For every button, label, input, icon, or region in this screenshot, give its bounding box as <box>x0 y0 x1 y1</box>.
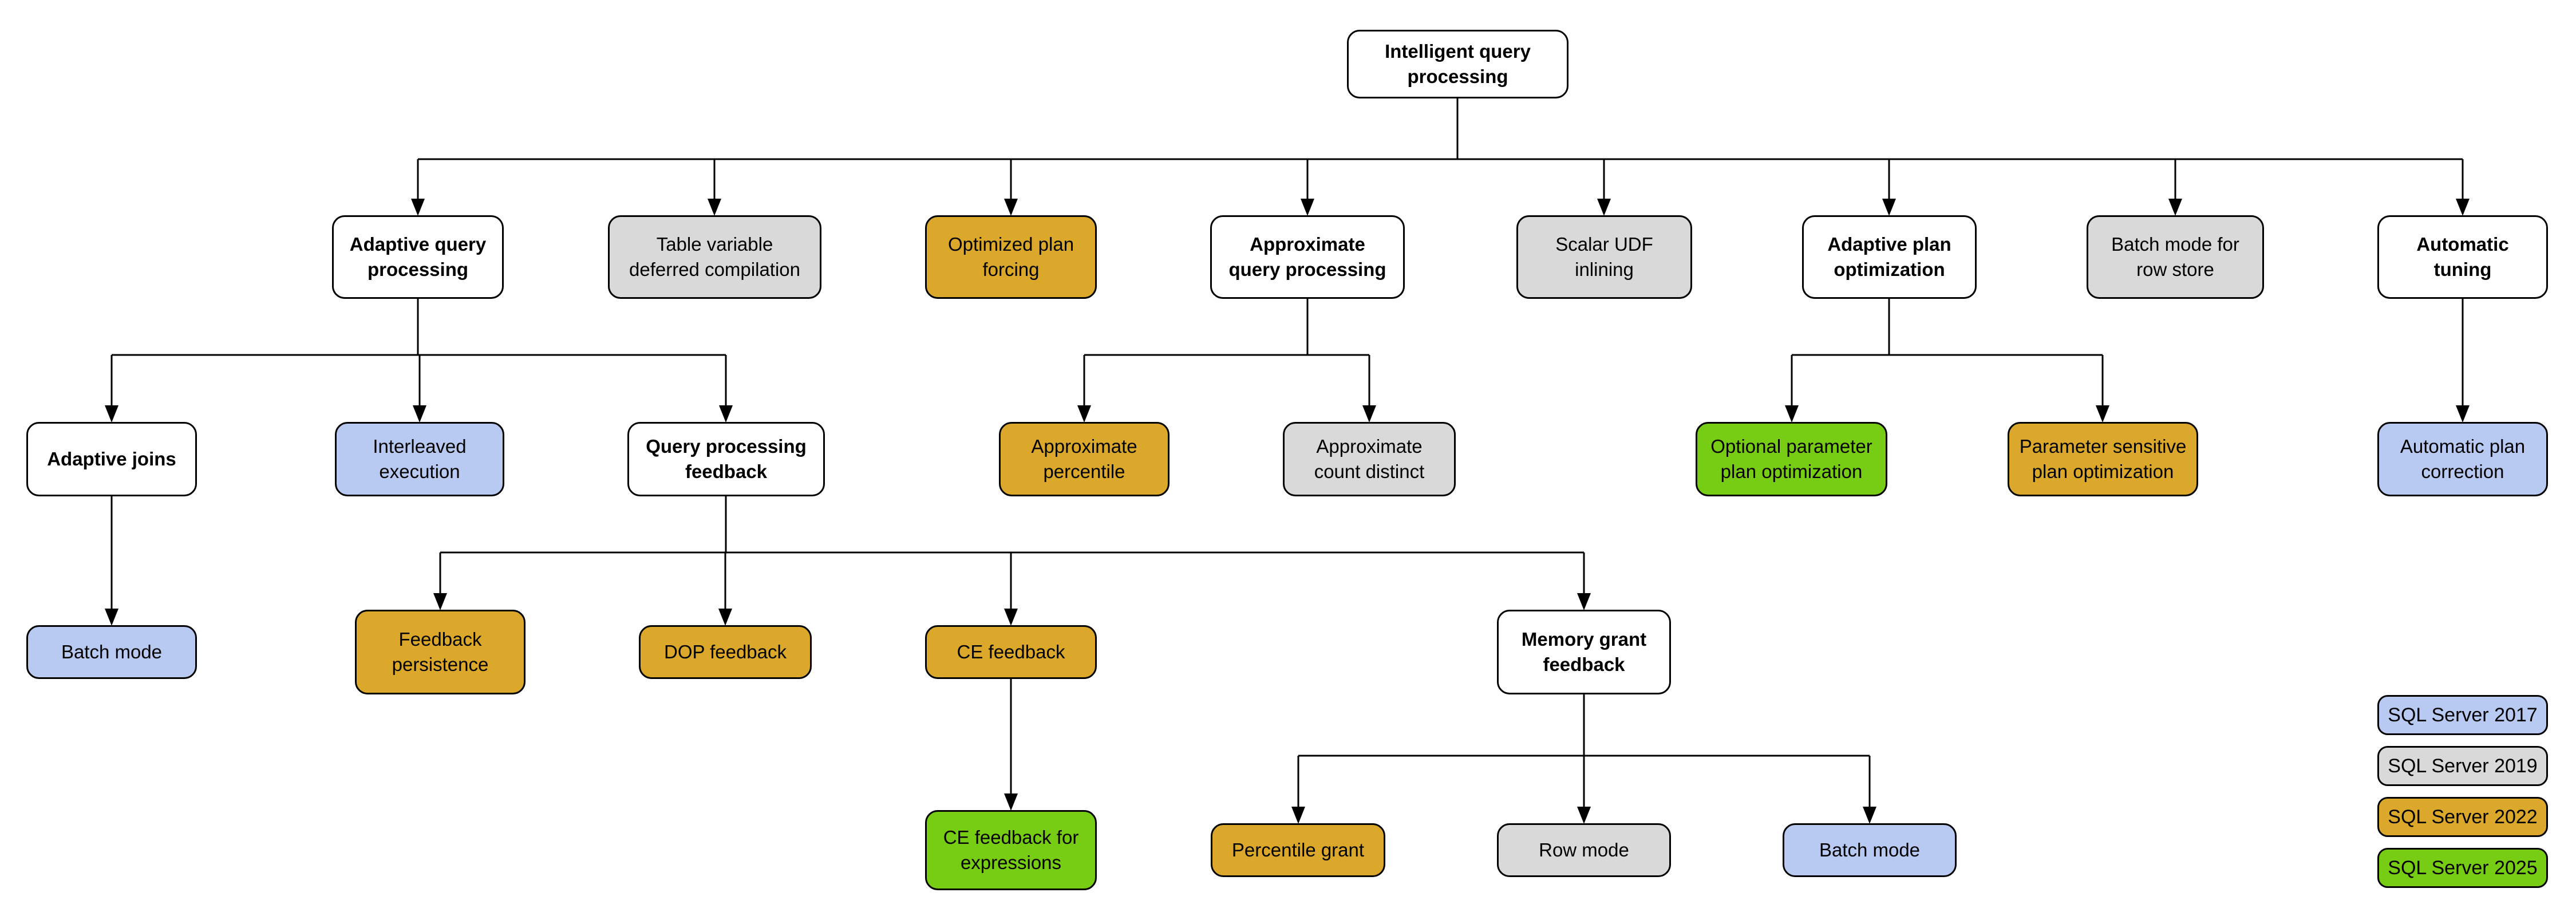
node-query-processing-feedback: Query processing feedback <box>627 422 825 496</box>
node-percentile-grant: Percentile grant <box>1211 823 1385 877</box>
node-automatic-tuning: Automatic tuning <box>2377 215 2548 299</box>
legend-item-sql-server-2019: SQL Server 2019 <box>2377 746 2548 786</box>
legend-item-sql-server-2017: SQL Server 2017 <box>2377 695 2548 735</box>
node-automatic-plan-correction: Automatic plan correction <box>2377 422 2548 496</box>
node-adaptive-joins: Adaptive joins <box>26 422 197 496</box>
node-dop-feedback: DOP feedback <box>639 625 812 679</box>
legend-item-sql-server-2022: SQL Server 2022 <box>2377 797 2548 837</box>
node-table-variable-deferred-compilation: Table variable deferred compilation <box>608 215 821 299</box>
node-batch-mode-adaptive-joins: Batch mode <box>26 625 197 679</box>
connector-arrow-lines <box>105 159 2470 824</box>
node-ce-feedback-for-expressions: CE feedback for expressions <box>925 810 1097 890</box>
node-interleaved-execution: Interleaved execution <box>335 422 504 496</box>
node-parameter-sensitive-plan-optimization: Parameter sensitive plan optimization <box>2008 422 2198 496</box>
node-adaptive-query-processing: Adaptive query processing <box>332 215 504 299</box>
node-intelligent-query-processing: Intelligent query processing <box>1347 30 1568 98</box>
legend-item-sql-server-2025: SQL Server 2025 <box>2377 848 2548 888</box>
connector-bus-lines <box>112 98 2463 757</box>
node-memory-grant-feedback: Memory grant feedback <box>1497 610 1671 694</box>
node-batch-mode-memory-grant: Batch mode <box>1783 823 1957 877</box>
node-ce-feedback: CE feedback <box>925 625 1097 679</box>
node-approximate-percentile: Approximate percentile <box>999 422 1170 496</box>
node-row-mode: Row mode <box>1497 823 1671 877</box>
node-feedback-persistence: Feedback persistence <box>355 610 526 694</box>
node-approximate-query-processing: Approximate query processing <box>1210 215 1405 299</box>
node-batch-mode-for-row-store: Batch mode for row store <box>2087 215 2264 299</box>
node-optimized-plan-forcing: Optimized plan forcing <box>925 215 1097 299</box>
node-optional-parameter-plan-optimization: Optional parameter plan optimization <box>1696 422 1887 496</box>
node-scalar-udf-inlining: Scalar UDF inlining <box>1516 215 1692 299</box>
node-adaptive-plan-optimization: Adaptive plan optimization <box>1802 215 1977 299</box>
node-approximate-count-distinct: Approximate count distinct <box>1283 422 1456 496</box>
